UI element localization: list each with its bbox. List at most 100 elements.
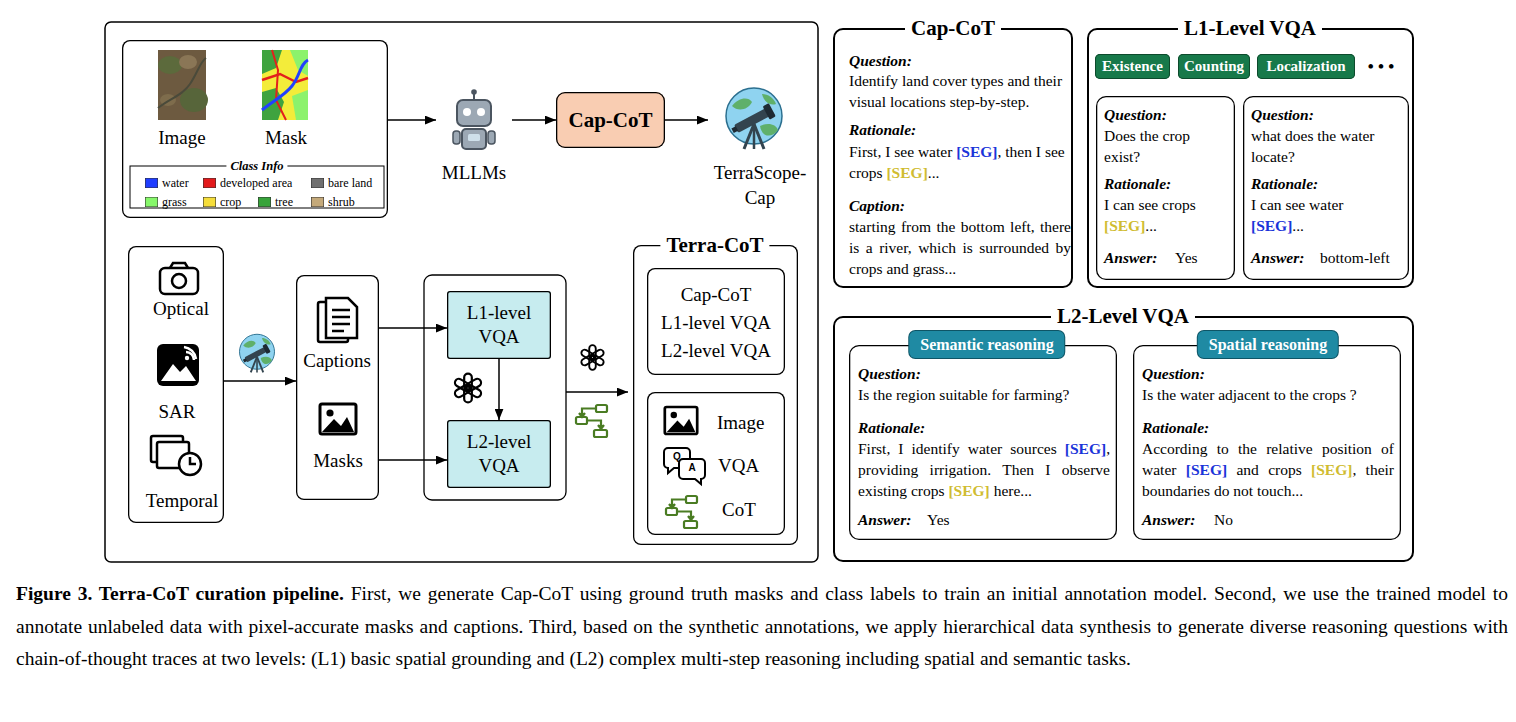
flow-arrow xyxy=(379,327,447,329)
task-tag: Counting xyxy=(1178,54,1250,79)
mask-image xyxy=(262,50,308,120)
chatgpt-icon xyxy=(580,345,605,370)
flow-icon xyxy=(666,496,697,528)
node-text: Existence xyxy=(1102,58,1163,75)
node-text: L1-level VQA xyxy=(457,301,541,349)
legend-swatch xyxy=(145,178,158,188)
node-text: Terra-CoT xyxy=(660,232,769,258)
mask-image xyxy=(262,50,282,74)
seg-token: [SEG] xyxy=(1186,461,1227,478)
legend-swatch xyxy=(311,178,324,188)
legend-text: bare land xyxy=(328,175,372,191)
node-text: Does the crop exist? xyxy=(1104,125,1230,167)
temporal-icon xyxy=(179,453,201,475)
node-text: Question: xyxy=(1104,104,1167,125)
node-text: I can see crops [SEG]... xyxy=(1104,194,1230,236)
node-text: Localization xyxy=(1266,58,1345,75)
legend-swatch xyxy=(203,197,216,207)
main-frame xyxy=(105,22,818,562)
example-panel: L1-Level VQAExistenceCountingLocalizatio… xyxy=(1087,28,1414,288)
label-text: Q xyxy=(673,451,681,463)
node-text: Identify land cover types and their visu… xyxy=(849,70,1073,112)
robot-icon xyxy=(463,108,471,116)
node-text: L2-level VQA xyxy=(661,338,771,363)
example-panel: Cap-CoTQuestion:Identify land cover type… xyxy=(833,28,1073,288)
flow-arrow xyxy=(379,459,447,461)
camera-icon xyxy=(160,268,198,294)
node-text: L1-level VQA xyxy=(661,310,771,335)
node-text: Temporal xyxy=(146,488,219,513)
legend-swatch xyxy=(311,197,324,207)
annotation-box: CaptionsMasks xyxy=(296,275,379,500)
node-text: Question: xyxy=(1251,104,1314,125)
satellite-image xyxy=(158,50,208,120)
node-text: Answer: xyxy=(1142,509,1195,530)
satellite-image xyxy=(158,58,206,108)
seg-token: [SEG] xyxy=(956,143,997,160)
mask-image xyxy=(262,74,308,82)
node-text: L1-Level VQA xyxy=(1178,15,1322,41)
node-text: TerraScope-Cap xyxy=(704,160,816,210)
satellite-image xyxy=(179,55,197,69)
robot-icon xyxy=(471,89,477,95)
node-text: First, I see water [SEG], then I see cro… xyxy=(849,141,1073,183)
node-text: Is the region suitable for farming? xyxy=(858,384,1110,405)
seg-token: [SEG] xyxy=(948,482,989,499)
node-text: Question: xyxy=(1142,363,1205,384)
robot-icon xyxy=(462,129,486,149)
flow-arrow xyxy=(224,380,296,382)
node-text: Rationale: xyxy=(858,417,925,438)
seg-token: [SEG] xyxy=(1065,440,1106,457)
mask-image xyxy=(292,90,308,120)
satellite-image xyxy=(158,56,182,74)
robot-icon xyxy=(457,100,491,126)
node-text: Optical xyxy=(153,296,209,321)
telescope-icon xyxy=(240,334,275,372)
seg-token: [SEG] xyxy=(1251,217,1292,234)
robot-icon xyxy=(468,134,480,141)
legend-text: grass xyxy=(162,194,187,210)
flow-arrow xyxy=(498,359,500,420)
node-text: MLLMs xyxy=(442,160,506,185)
node-text: Cap-CoT xyxy=(568,108,652,133)
node-text: Answer: xyxy=(858,509,911,530)
mask-image xyxy=(262,50,308,120)
node-text: Captions xyxy=(303,348,371,373)
node-text: Is the water adjacent to the crops ? xyxy=(1142,384,1394,405)
example-panel: L2-Level VQASemantic reasoningQuestion:I… xyxy=(833,316,1414,562)
node-text: First, I identify water sources [SEG], p… xyxy=(858,438,1110,501)
example-box: Question:Does the crop exist?Rationale:I… xyxy=(1096,96,1235,280)
flow-icon xyxy=(576,405,607,437)
node-text: Question: xyxy=(849,50,912,71)
task-tag: Localization xyxy=(1257,54,1355,79)
document-icon xyxy=(318,298,357,342)
node-text: Spatial reasoning xyxy=(1198,331,1338,358)
node-text: SAR xyxy=(159,399,196,424)
example-box: Semantic reasoningQuestion:Is the region… xyxy=(849,345,1117,540)
camera-icon xyxy=(160,263,198,294)
node-text: Cap-CoT xyxy=(905,15,1001,41)
node-text: Mask xyxy=(265,125,307,150)
node-text: Rationale: xyxy=(849,119,916,140)
node-text: Image xyxy=(717,410,764,435)
sar-icon xyxy=(157,344,199,386)
robot-icon xyxy=(453,131,460,144)
robot-icon xyxy=(453,89,495,149)
legend-text: crop xyxy=(220,194,241,210)
telescope-icon xyxy=(726,88,782,149)
flow-arrow xyxy=(665,119,708,121)
modality-box: OpticalSAR Temporal xyxy=(128,246,224,523)
list-box: Cap-CoTL1-level VQAL2-level VQA xyxy=(647,268,785,375)
node-text: Caption: xyxy=(849,195,905,216)
node-text: Semantic reasoning xyxy=(909,331,1064,358)
robot-icon xyxy=(488,131,495,144)
model-node: TerraScope-Cap xyxy=(708,86,812,214)
node-text: Answer: xyxy=(1104,247,1157,268)
list-box: ImageVQACoT xyxy=(647,392,785,535)
node-text: According to the relative position of wa… xyxy=(1142,438,1394,501)
temporal-icon xyxy=(151,436,201,475)
legend-text: water xyxy=(162,175,189,191)
vqa-icon xyxy=(664,448,705,484)
node-text: Image xyxy=(158,125,205,150)
